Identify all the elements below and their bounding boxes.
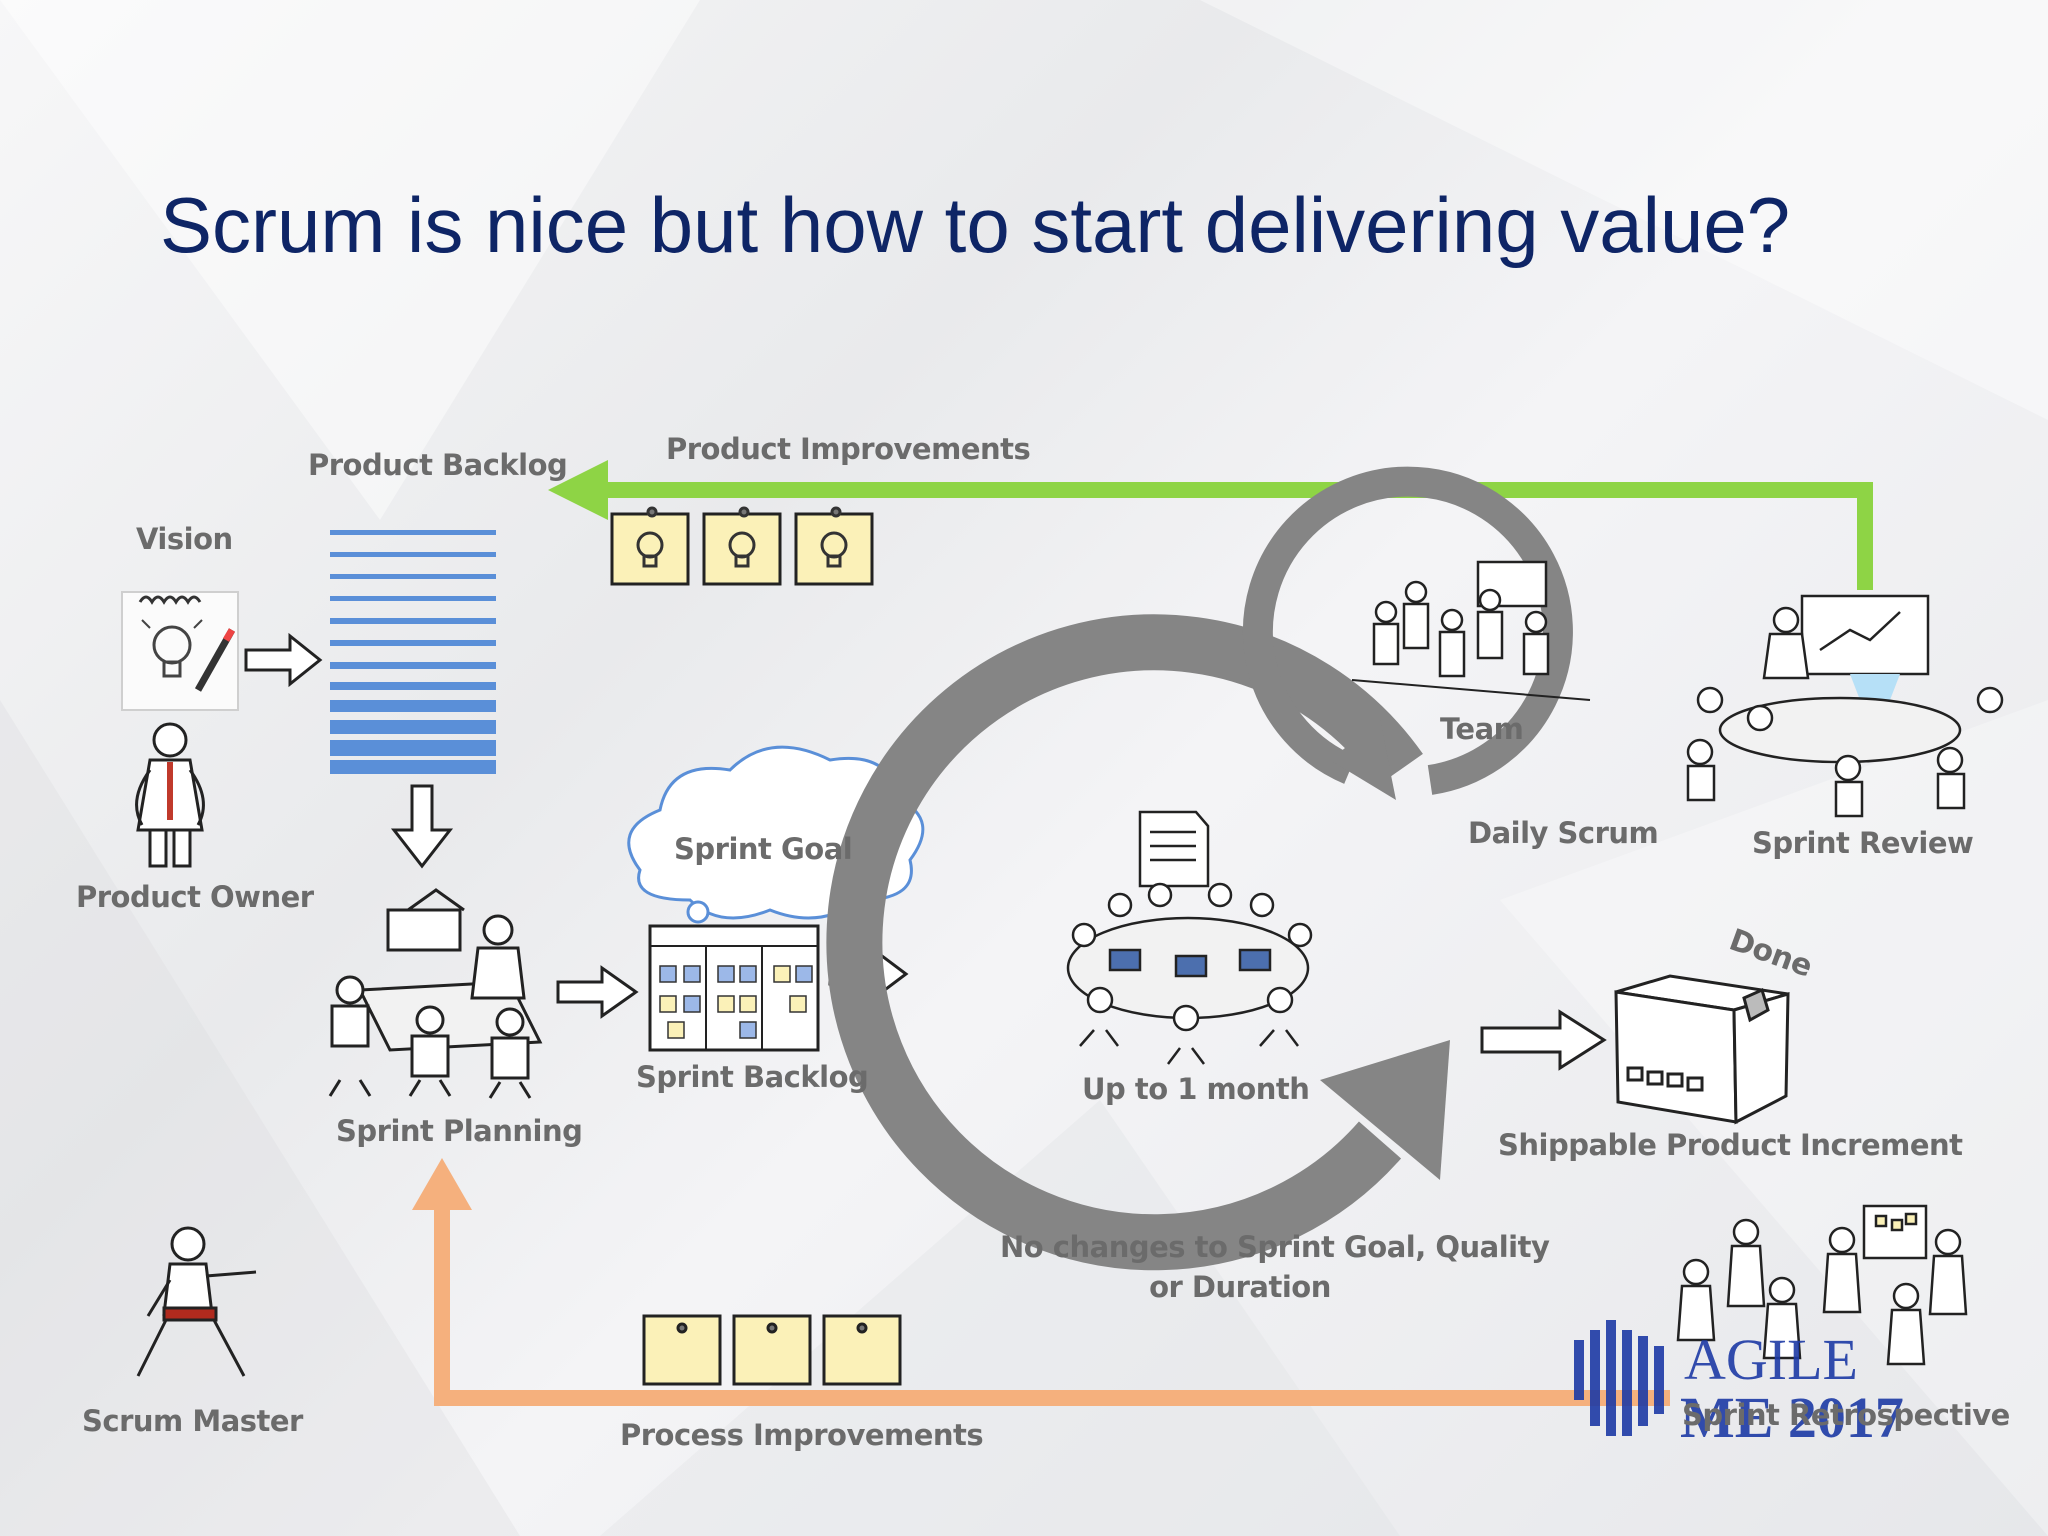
process-improvements-label: Process Improvements: [620, 1418, 984, 1452]
dev-team-working-icon: [1066, 810, 1313, 1065]
scrum-master-label: Scrum Master: [82, 1404, 303, 1438]
sprint-planning-meeting-icon: [328, 888, 543, 1099]
process-improvements-arrow: [412, 1158, 1670, 1406]
retrospective-group-icon: [1676, 1204, 1968, 1366]
product-backlog-stack: [330, 530, 496, 774]
product-improvements-arrow: [548, 460, 1873, 590]
team-meeting-icon: [1351, 560, 1591, 701]
daily-scrum-label: Daily Scrum: [1468, 816, 1659, 850]
presentation-meeting-icon: [1686, 594, 2004, 818]
process-improvement-sticky-notes: [642, 1314, 902, 1386]
shipping-box-icon: [1614, 974, 1790, 1125]
scrum-master-karate-figure-icon: [136, 1226, 257, 1377]
page-title: Scrum is nice but how to start deliverin…: [160, 181, 1791, 269]
team-label: Team: [1440, 712, 1524, 746]
no-changes-label-line2: or Duration: [1149, 1270, 1331, 1304]
arrow-backlog-to-planning: [390, 784, 454, 869]
shippable-product-increment-label: Shippable Product Increment: [1498, 1128, 1963, 1162]
agile-me-logo-line2: ME 2017: [1680, 1385, 1904, 1450]
lightbulb-sticky-note-icon: [610, 512, 874, 586]
sprint-review-label: Sprint Review: [1752, 826, 1974, 860]
sprint-retrospective-label: Sprint Retrospective: [1682, 1398, 2010, 1432]
task-board-icon: [648, 924, 820, 1052]
notepad-lightbulb-icon: [121, 591, 239, 711]
arrow-cycle-to-box: [1480, 1009, 1607, 1071]
sprint-planning-label: Sprint Planning: [336, 1114, 583, 1148]
sprint-backlog-label: Sprint Backlog: [636, 1060, 869, 1094]
agile-me-logo-line1: AGILE: [1684, 1327, 1858, 1392]
daily-scrum-cycle-arrow: [1242, 466, 1573, 800]
product-owner-figure-icon: [135, 722, 205, 868]
up-to-1-month-label: Up to 1 month: [1082, 1072, 1310, 1106]
lightbulb-sticky-bulbs: [636, 506, 848, 568]
no-changes-label-line1: No changes to Sprint Goal, Quality: [1000, 1230, 1550, 1264]
vision-label: Vision: [136, 522, 233, 556]
product-improvements-label: Product Improvements: [666, 432, 1031, 466]
agile-me-logo-icon: [1574, 1320, 1664, 1436]
product-backlog-label: Product Backlog: [308, 448, 568, 482]
product-owner-label: Product Owner: [76, 880, 314, 914]
arrow-planning-to-sprint-backlog: [556, 965, 639, 1019]
sprint-goal-label: Sprint Goal: [674, 832, 853, 866]
arrow-vision-to-backlog: [244, 632, 323, 688]
sprint-cycle-arrow: [826, 614, 1450, 1271]
